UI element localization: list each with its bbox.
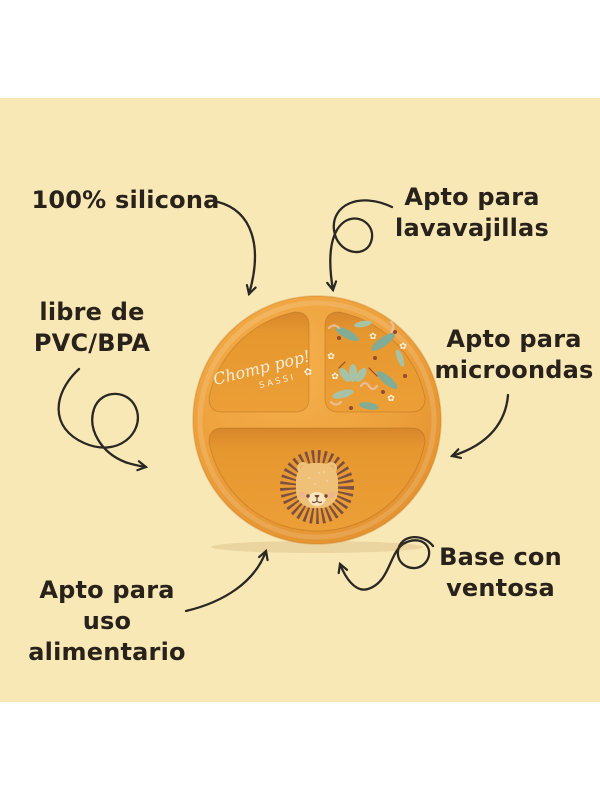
curved-arrow-uso-alimentario: [184, 548, 269, 613]
callout-arrows: [57, 199, 510, 613]
curved-arrow-microondas: [449, 393, 510, 460]
curved-arrow-silicona: [216, 200, 257, 297]
svg-text:✿: ✿: [399, 342, 407, 352]
callout-label-ventosa: Base con ventosa: [439, 543, 562, 602]
leaf-icon: [335, 326, 359, 342]
plate-rim-highlight: [197, 300, 437, 540]
curved-arrow-ventosa: [337, 536, 435, 591]
curved-arrow-lavavajillas: [326, 199, 394, 293]
berry-dots: [337, 330, 407, 410]
callout-label-lavavajillas: Apto para lavavajillas: [395, 183, 549, 242]
leaf-icon: [359, 402, 379, 410]
flower-icons: ✿ ✿ ✿ ✿ ✿: [327, 332, 407, 404]
floral-pattern: ✿ ✿ ✿ ✿ ✿: [327, 320, 407, 410]
svg-text:✿: ✿: [369, 332, 377, 342]
lion-face-speckles: [308, 471, 328, 485]
logo-flower-icon: ✿: [303, 366, 314, 379]
plate-shadow: [211, 541, 423, 553]
callout-label-uso-alimentario: Apto para uso alimentario: [28, 576, 186, 666]
squiggle-accents: [327, 320, 395, 406]
suction-plate: Chomp pop! SASSI ✿ ✿✿✿: [192, 295, 442, 553]
svg-text:✿: ✿: [331, 372, 339, 382]
svg-text:✿: ✿: [387, 394, 395, 404]
leaf-icon: [395, 349, 405, 367]
leaf-icon: [354, 320, 372, 328]
lion-cheek-right: [328, 491, 336, 499]
lion-mane: [280, 450, 354, 524]
callout-label-silicona: 100% silicona: [31, 186, 220, 214]
curved-arrow-pvc-bpa: [57, 367, 149, 472]
plate-compartment-top-left: [208, 311, 310, 413]
lion-illustration: [280, 450, 354, 524]
lion-mouth: [311, 497, 323, 504]
leaf-icon: [376, 371, 398, 389]
twig-accents: [338, 361, 378, 377]
lion-cheek-left: [298, 491, 306, 499]
callout-label-microondas: Apto para microondas: [434, 325, 594, 384]
fan-plant-icon: [339, 364, 367, 382]
lion-nose: [314, 494, 320, 498]
lion-eye-right: [324, 494, 328, 498]
callout-label-pvc-bpa: libre de PVC/BPA: [33, 298, 151, 357]
svg-text:✿: ✿: [327, 352, 335, 362]
leaf-icon: [371, 333, 395, 351]
lion-eye-left: [306, 494, 310, 498]
leaf-icon: [332, 389, 354, 399]
